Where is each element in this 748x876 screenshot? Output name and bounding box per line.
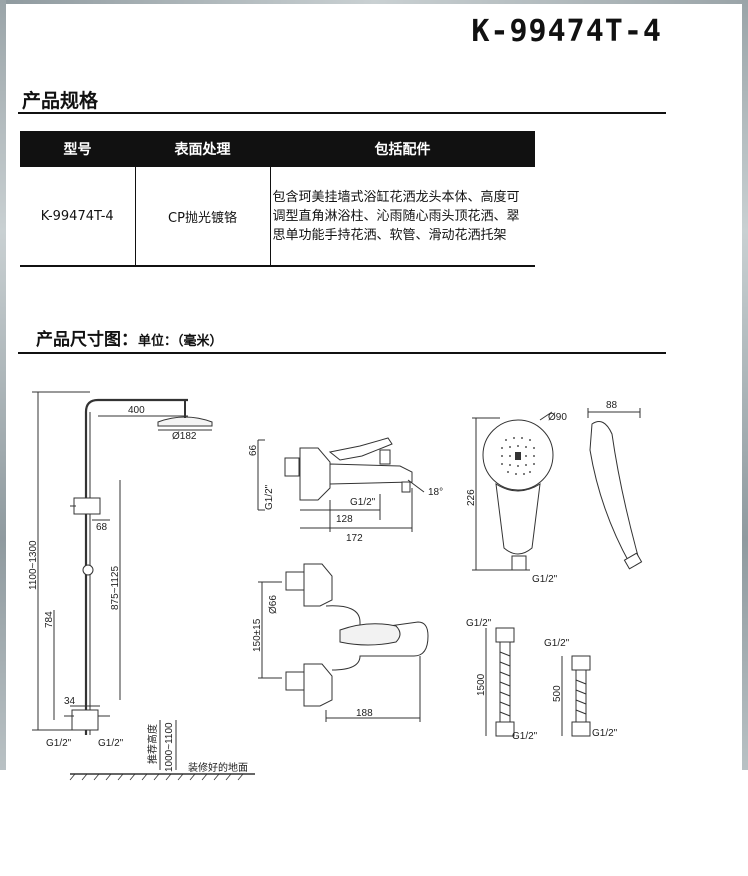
dim-faucet-width: 188: [356, 708, 373, 719]
label-hose-bottom: G1/2": [512, 731, 538, 742]
cell-accessories: 包含珂美挂墙式浴缸花洒龙头本体、高度可调型直角淋浴柱、沁雨随心雨头顶花洒、翠思单…: [272, 189, 520, 243]
label-faucet-inlet: G1/2": [264, 484, 275, 510]
dim-hose-length: 1500: [476, 673, 487, 696]
cell-model: K-99474T-4: [20, 167, 136, 266]
hand-shower-spray-holes: [501, 437, 535, 475]
col-header-model: 型号: [20, 131, 135, 167]
dim-bar-offset: 68: [96, 522, 108, 533]
hand-shower-front-view: [472, 411, 554, 571]
label-short-hose-top: G1/2": [544, 638, 570, 649]
spec-table-header: 型号 表面处理 包括配件: [20, 131, 535, 167]
dim-depth-long: 172: [346, 533, 363, 544]
dim-slide-height: 875~1125: [110, 566, 121, 610]
table-row: K-99474T-4 CP抛光镀铬 包含珂美挂墙式浴缸花洒龙头本体、高度可调型直…: [20, 167, 535, 266]
dim-hand-length: 226: [466, 489, 477, 506]
model-code-heading: K-99474T-4: [471, 14, 662, 49]
dim-hand-diameter: Ø90: [548, 412, 567, 423]
cell-finish: CP抛光镀铬: [135, 167, 271, 266]
col-header-accessories: 包括配件: [270, 131, 535, 167]
label-hand-inlet: G1/2": [532, 574, 558, 585]
dim-faucet-height: 66: [248, 444, 259, 456]
label-inlet-right: G1/2": [98, 738, 124, 749]
shower-column-drawing: [32, 391, 255, 781]
dim-arm-length: 400: [128, 405, 145, 416]
faucet-top-view: [258, 563, 429, 722]
dim-hand-depth: 88: [606, 400, 618, 411]
dim-valve-offset: 34: [64, 696, 76, 707]
label-recommended-height: 推荐高度: [146, 724, 159, 764]
hand-shower-side-view: [587, 408, 643, 570]
frame-left-edge: [0, 0, 6, 770]
dim-eccentric-dia: Ø66: [268, 595, 279, 614]
frame-right-edge: [742, 0, 748, 770]
dimension-unit-text: 单位：（毫米）: [138, 334, 223, 349]
long-hose-drawing: [485, 627, 515, 737]
label-short-hose-bottom: G1/2": [592, 728, 618, 739]
dim-install-height: 1000~1100: [164, 722, 175, 772]
spec-section-title: 产品规格: [22, 90, 99, 112]
dimension-section-rule: [18, 352, 666, 354]
faucet-side-view: [257, 437, 425, 532]
label-inlet-left: G1/2": [46, 738, 72, 749]
dimension-title-text: 产品尺寸图：: [36, 330, 138, 350]
spec-table: 型号 表面处理 包括配件 K-99474T-4 CP抛光镀铬 包含珂美挂墙式浴缸…: [20, 131, 535, 267]
dim-spout-angle: 18°: [428, 487, 443, 498]
dim-lower-height: 784: [44, 611, 55, 628]
dimension-section-title: 产品尺寸图：单位：（毫米）: [36, 325, 223, 350]
dim-center-distance: 150±15: [252, 618, 263, 652]
col-header-finish: 表面处理: [135, 131, 270, 167]
label-faucet-outlet: G1/2": [350, 497, 376, 508]
dim-total-height: 1100~1300: [28, 540, 39, 590]
label-hose-top: G1/2": [466, 618, 492, 629]
spec-section-rule: [18, 112, 666, 114]
dim-short-hose-length: 500: [552, 685, 563, 702]
frame-top-edge: [0, 0, 748, 4]
dim-head-diameter: Ø182: [172, 431, 197, 442]
dim-depth-short: 128: [336, 514, 353, 525]
label-finished-floor: 装修好的地面: [188, 761, 248, 774]
technical-drawing: 400 Ø182 1100~1300 875~1125 68 784 34 G1…: [28, 391, 643, 781]
short-hose-drawing: [561, 655, 591, 737]
